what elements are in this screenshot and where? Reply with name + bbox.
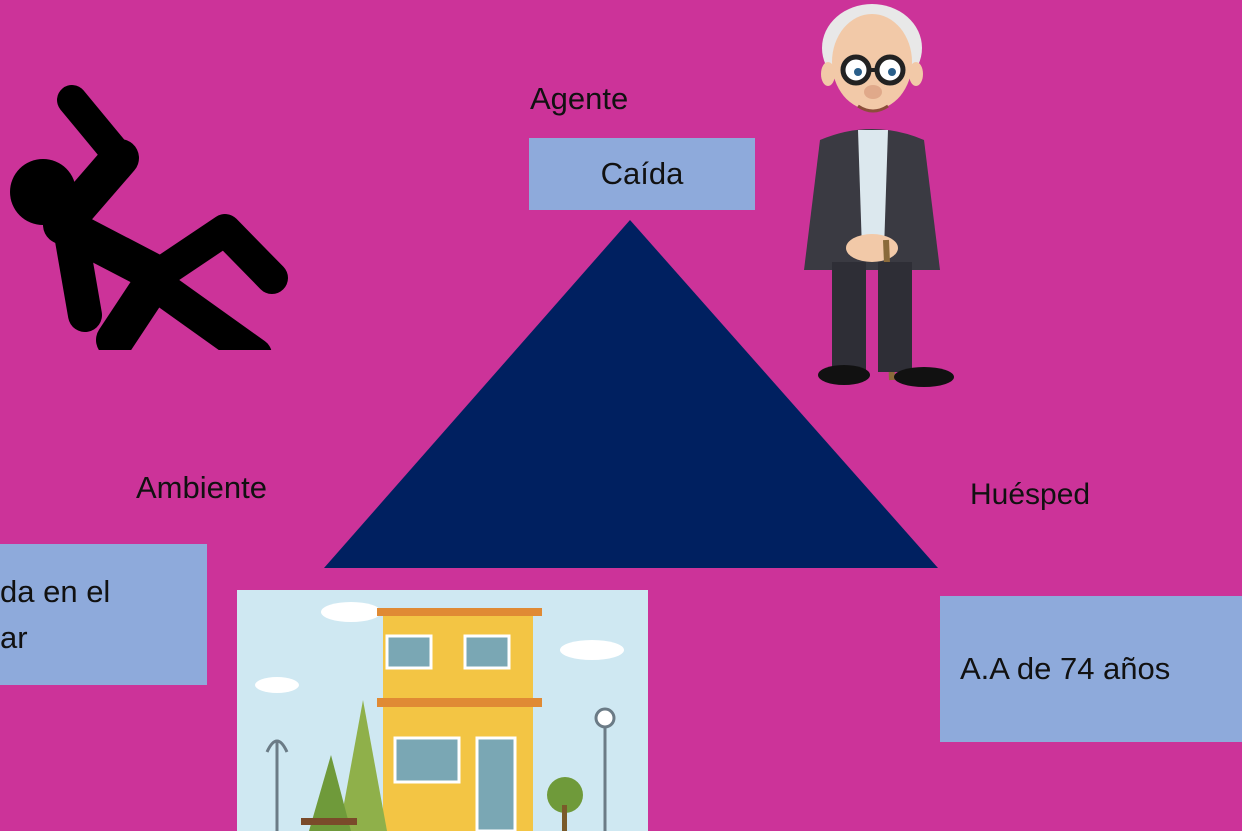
environment-box-line2: ar [0, 619, 28, 655]
environment-box: da en el ar [0, 544, 207, 685]
house-illustration [237, 590, 648, 831]
elderly-man-illustration [804, 4, 954, 387]
agent-label: Agente [530, 81, 629, 116]
agent-box: Caída [529, 138, 755, 210]
agent-box-text: Caída [600, 156, 684, 191]
environment-box-line1: da en el [0, 573, 111, 609]
falling-person-icon [10, 85, 288, 350]
host-box: A.A de 74 años [940, 596, 1242, 742]
host-label: Huésped [970, 478, 1091, 511]
host-box-text: A.A de 74 años [960, 651, 1171, 686]
environment-label: Ambiente [136, 470, 267, 505]
